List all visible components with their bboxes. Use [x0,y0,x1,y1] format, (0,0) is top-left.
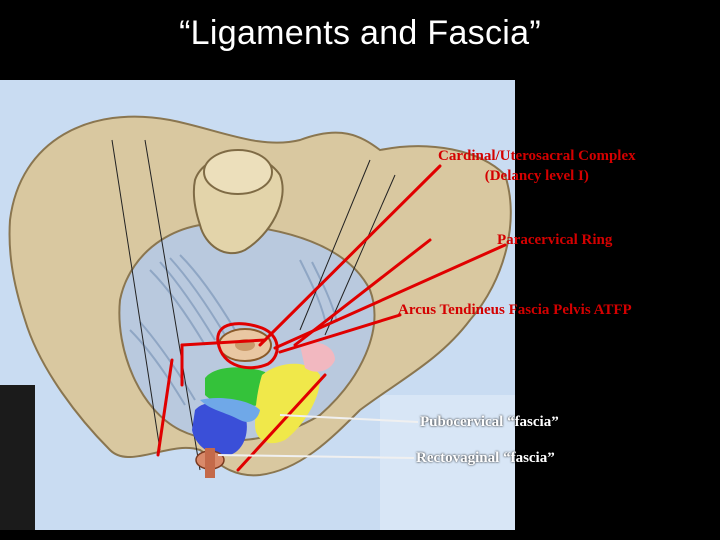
slide-title: “Ligaments and Fascia” [179,14,541,52]
sacral-vertebra [203,149,273,195]
cardinal-label-line1: Cardinal/Uterosacral Complex [438,148,636,164]
ligament-fibers [129,254,338,406]
white-pointers [217,414,419,459]
guide-lines [111,139,396,471]
fascia-yellow-region [255,363,321,444]
fascia-green-region [205,367,271,407]
pubocervical-fascia-label: Pubocervical “fascia” [420,414,559,430]
rectovaginal-fascia-label: Rectovaginal “fascia” [416,450,555,466]
cardinal-uterosacral-label: Cardinal/Uterosacral Complex (Delancy le… [438,146,636,186]
illustration-right-panel [380,395,515,530]
atfp-label: Arcus Tendineus Fascia Pelvis ATFP [398,302,632,318]
illustration-lower-dark [0,385,35,530]
fascia-pink-region [300,342,335,372]
red-arrows [156,164,507,472]
pelvis-anatomy-illustration [0,80,515,530]
fascia-lightblue-region [200,398,260,422]
paracervical-ring-label: Paracervical Ring [497,232,613,248]
vaginal-tube [205,448,215,478]
paracervical-ring [216,322,279,370]
cardinal-label-line2: (Delancy level I) [484,168,589,184]
